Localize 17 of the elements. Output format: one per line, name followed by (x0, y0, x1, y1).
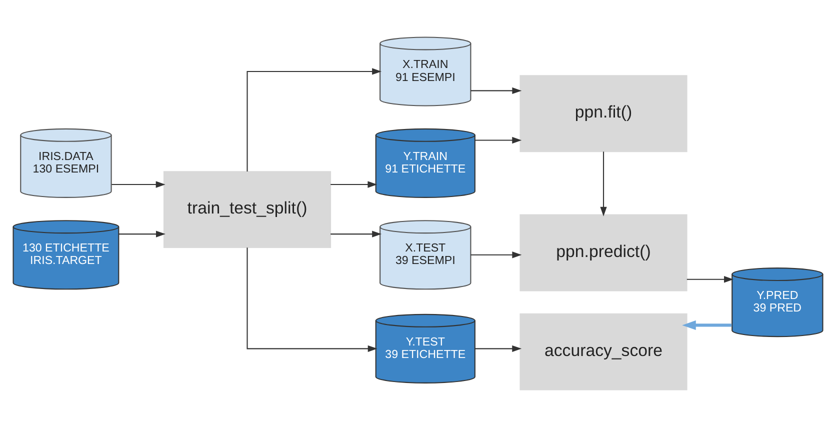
arrow (470, 252, 522, 258)
arrow (475, 345, 522, 352)
arrow (682, 320, 732, 330)
node-box: ppn.fit() (520, 75, 688, 152)
arrow (118, 230, 166, 238)
node-box: accuracy_score (520, 313, 688, 390)
arrow (112, 181, 166, 188)
arrow (246, 68, 382, 172)
node-box: ppn.predict() (520, 214, 688, 292)
arrow (470, 87, 522, 94)
arrow (246, 248, 378, 352)
arrow (600, 152, 607, 216)
arrow (475, 136, 522, 144)
node-box: train_test_split() (163, 171, 332, 248)
arrow (330, 181, 378, 188)
arrow (686, 276, 734, 283)
arrow (330, 230, 382, 238)
